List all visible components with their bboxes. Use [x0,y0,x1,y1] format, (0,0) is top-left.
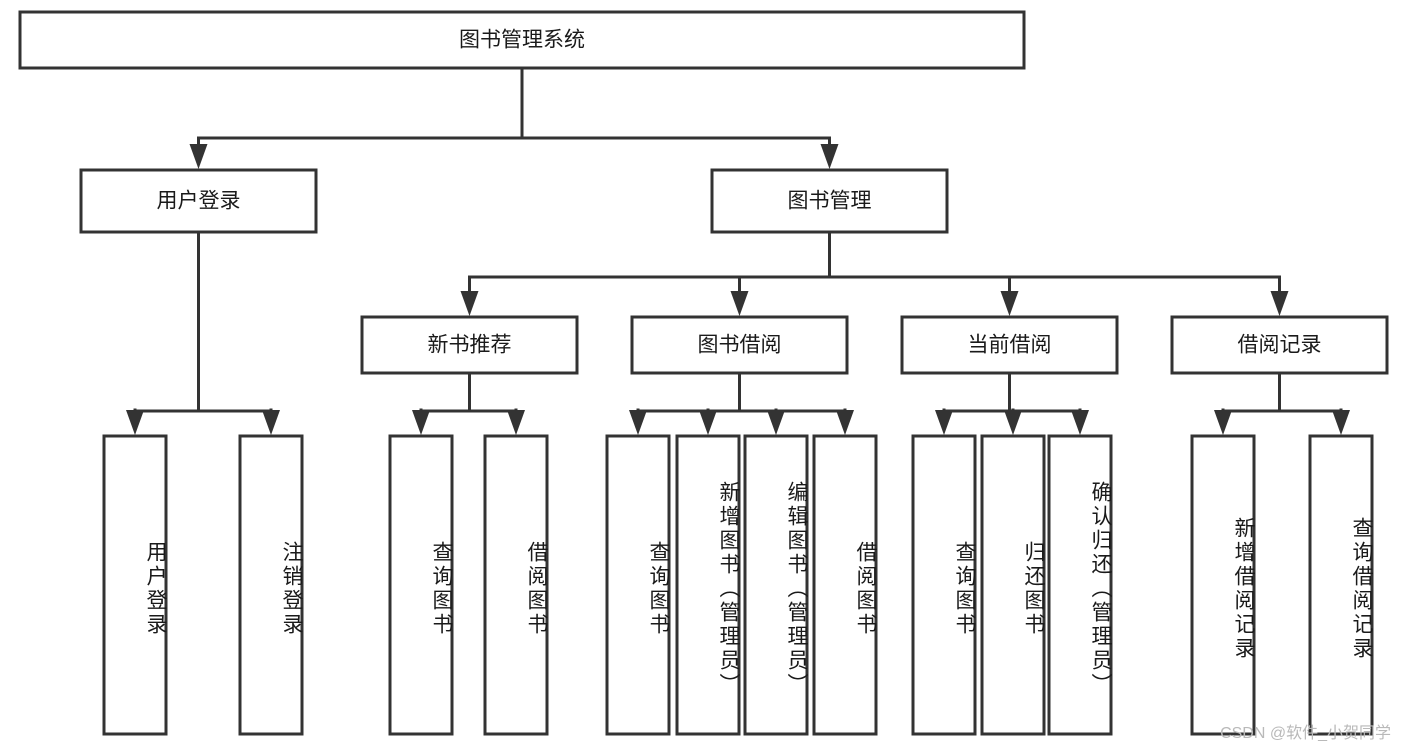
node-box-leaf-9[interactable] [980,434,1046,736]
node-box-level2-0[interactable] [79,168,318,234]
node-label-level3-3: 借阅记录 [1238,334,1322,357]
watermark-text: CSDN @软件_小贺同学 [1220,725,1391,742]
node-box-leaf-4[interactable] [605,434,671,736]
node-box-leaf-11[interactable] [1190,434,1256,736]
node-box-level2-1[interactable] [710,168,949,234]
arrow-head-icon [126,410,144,435]
arrow-head-icon [262,410,280,435]
node-box-leaf-0[interactable] [102,434,168,736]
node-box-leaf-6[interactable] [743,434,809,736]
arrow-head-icon [1270,291,1289,316]
node-label-root: 图书管理系统 [459,29,585,52]
node-box-root[interactable] [18,10,1026,70]
node-label-level3-2: 当前借阅 [968,334,1052,357]
arrow-head-icon [935,410,953,435]
node-box-leaf-5[interactable] [675,434,741,736]
node-boxes [18,10,1389,736]
arrow-head-icon [699,410,717,435]
node-box-level3-0[interactable] [360,315,579,375]
node-box-leaf-7[interactable] [812,434,878,736]
node-box-level3-3[interactable] [1170,315,1389,375]
node-box-level3-2[interactable] [900,315,1119,375]
node-box-level3-1[interactable] [630,315,849,375]
node-label-level2-1: 图书管理 [788,190,872,213]
node-label-level3-1: 图书借阅 [698,334,782,357]
arrow-head-icon [1000,291,1019,316]
node-label-level3-0: 新书推荐 [428,334,512,357]
arrow-head-icon [412,410,430,435]
node-box-leaf-8[interactable] [911,434,977,736]
connector-lines [126,66,1350,435]
arrow-head-icon [189,144,208,169]
arrow-head-icon [1004,410,1022,435]
arrow-head-icon [1214,410,1232,435]
arrow-head-icon [730,291,749,316]
arrow-head-icon [836,410,854,435]
node-box-leaf-12[interactable] [1308,434,1374,736]
arrow-head-icon [629,410,647,435]
node-box-leaf-2[interactable] [388,434,454,736]
node-box-leaf-10[interactable] [1047,434,1113,736]
node-box-leaf-1[interactable] [238,434,304,736]
node-box-leaf-3[interactable] [483,434,549,736]
arrow-head-icon [767,410,785,435]
node-label-level2-0: 用户登录 [157,190,241,213]
arrow-head-icon [1071,410,1089,435]
arrow-head-icon [1332,410,1350,435]
arrow-head-icon [460,291,479,316]
arrow-head-icon [507,410,525,435]
arrow-head-icon [820,144,839,169]
